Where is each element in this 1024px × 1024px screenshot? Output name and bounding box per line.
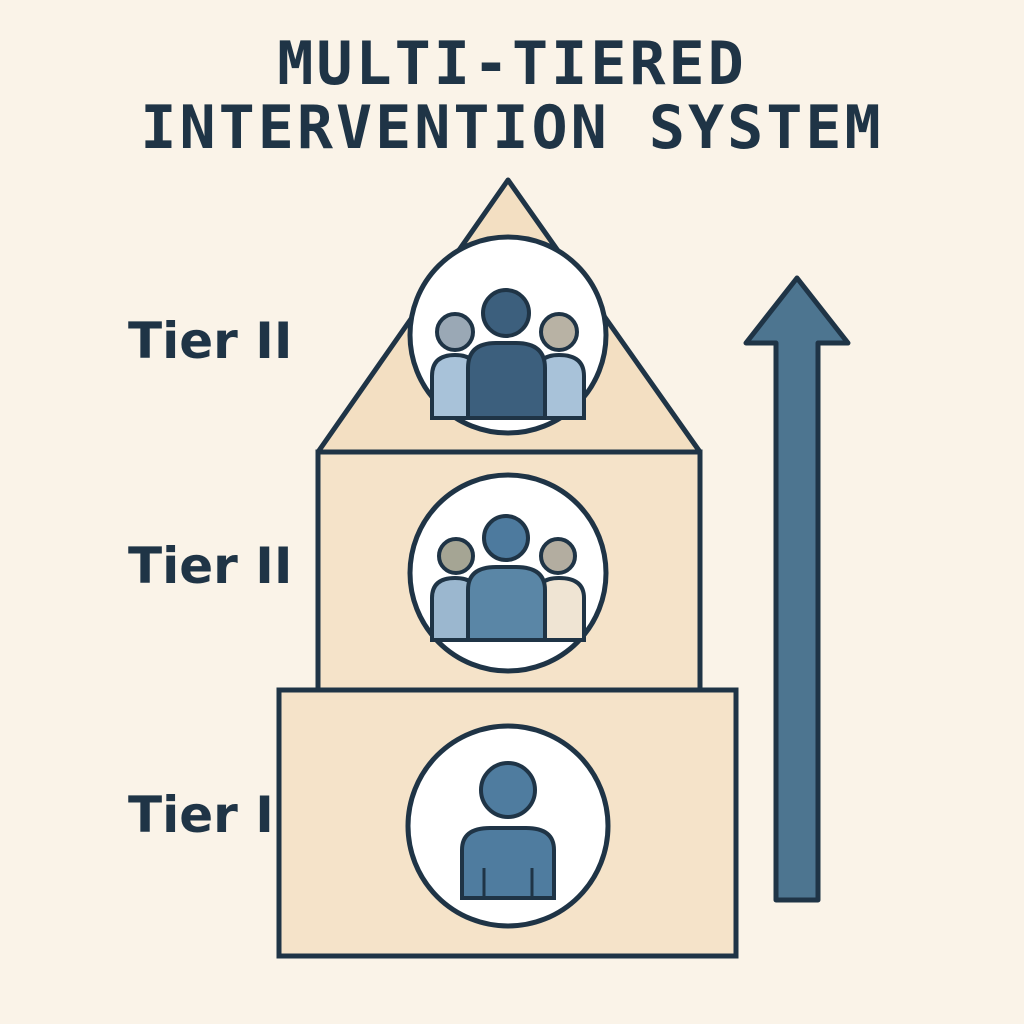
person-icon <box>405 723 611 929</box>
tier-label-top: Tier II <box>128 312 293 370</box>
group-icon <box>407 472 609 674</box>
group-icon <box>407 234 609 436</box>
up-arrow-icon <box>743 275 851 903</box>
tier-label-middle: Tier II <box>128 537 293 595</box>
title-line-2: INTERVENTION SYSTEM <box>140 93 884 163</box>
tier-label-bottom: Tier I <box>128 786 274 844</box>
title-line-1: MULTI-TIERED <box>277 29 747 99</box>
